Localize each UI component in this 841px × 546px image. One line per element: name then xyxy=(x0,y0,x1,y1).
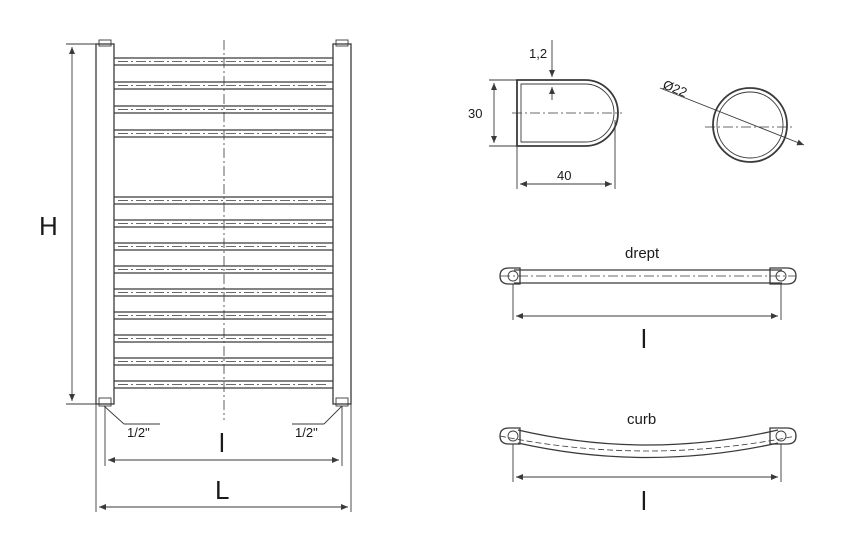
tube-row xyxy=(114,311,333,320)
profile-inner xyxy=(520,83,615,143)
tube-row xyxy=(114,380,333,389)
curved-left-collector xyxy=(499,427,521,445)
straight-right-collector xyxy=(769,267,797,285)
tube-row xyxy=(114,196,333,205)
right-bottom-connector xyxy=(335,397,349,407)
right-connection-label: 1/2" xyxy=(295,425,318,440)
left-collector xyxy=(95,43,115,405)
round-tube-section: Ø22 xyxy=(659,77,805,163)
tube-diameter-line xyxy=(659,87,805,146)
right-top-cap xyxy=(335,39,349,47)
tube-diameter-label: Ø22 xyxy=(661,77,689,100)
tube-row xyxy=(114,242,333,251)
curved-title: curb xyxy=(627,411,656,428)
curved-length-label: l xyxy=(641,486,647,516)
right-connection-leader xyxy=(323,405,343,425)
profile-height-label: 30 xyxy=(468,106,482,121)
curved-right-bore xyxy=(775,430,787,442)
profile-outer xyxy=(516,79,619,147)
right-collector xyxy=(332,43,352,405)
outer-width-label: L xyxy=(215,475,229,505)
straight-left-collector xyxy=(499,267,521,285)
tube-row xyxy=(114,57,333,66)
horizontal-tubes xyxy=(114,57,333,389)
curved-left-bore xyxy=(507,430,519,442)
height-label: H xyxy=(39,211,58,241)
inner-width-label: l xyxy=(219,428,225,458)
curved-tube-top xyxy=(517,429,779,446)
straight-left-bore xyxy=(507,270,519,282)
tube-outer xyxy=(712,87,788,163)
d-profile-section: 30 40 1,2 xyxy=(468,40,622,189)
tube-row xyxy=(114,105,333,114)
tube-row xyxy=(114,265,333,274)
wall-thickness-label: 1,2 xyxy=(529,46,547,61)
tube-row xyxy=(114,288,333,297)
curved-centerline xyxy=(499,435,797,452)
straight-right-bore xyxy=(775,270,787,282)
curved-tube-bottom xyxy=(517,442,779,459)
curved-top-view: curb l xyxy=(499,411,797,516)
straight-title: drept xyxy=(625,245,660,262)
left-bottom-connector xyxy=(98,397,112,407)
straight-length-label: l xyxy=(641,324,647,354)
tube-row xyxy=(114,357,333,366)
straight-top-view: drept l xyxy=(499,245,797,354)
tube-inner xyxy=(716,91,784,159)
tube-row xyxy=(114,129,333,138)
radiator-front-view: H 1/2" 1/2" l L xyxy=(39,39,352,512)
tube-row xyxy=(114,219,333,228)
profile-width-label: 40 xyxy=(557,168,571,183)
tube-row xyxy=(114,334,333,343)
tube-row xyxy=(114,81,333,90)
left-connection-label: 1/2" xyxy=(127,425,150,440)
curved-right-collector xyxy=(769,427,797,445)
left-top-cap xyxy=(98,39,112,47)
left-connection-leader xyxy=(103,405,125,425)
